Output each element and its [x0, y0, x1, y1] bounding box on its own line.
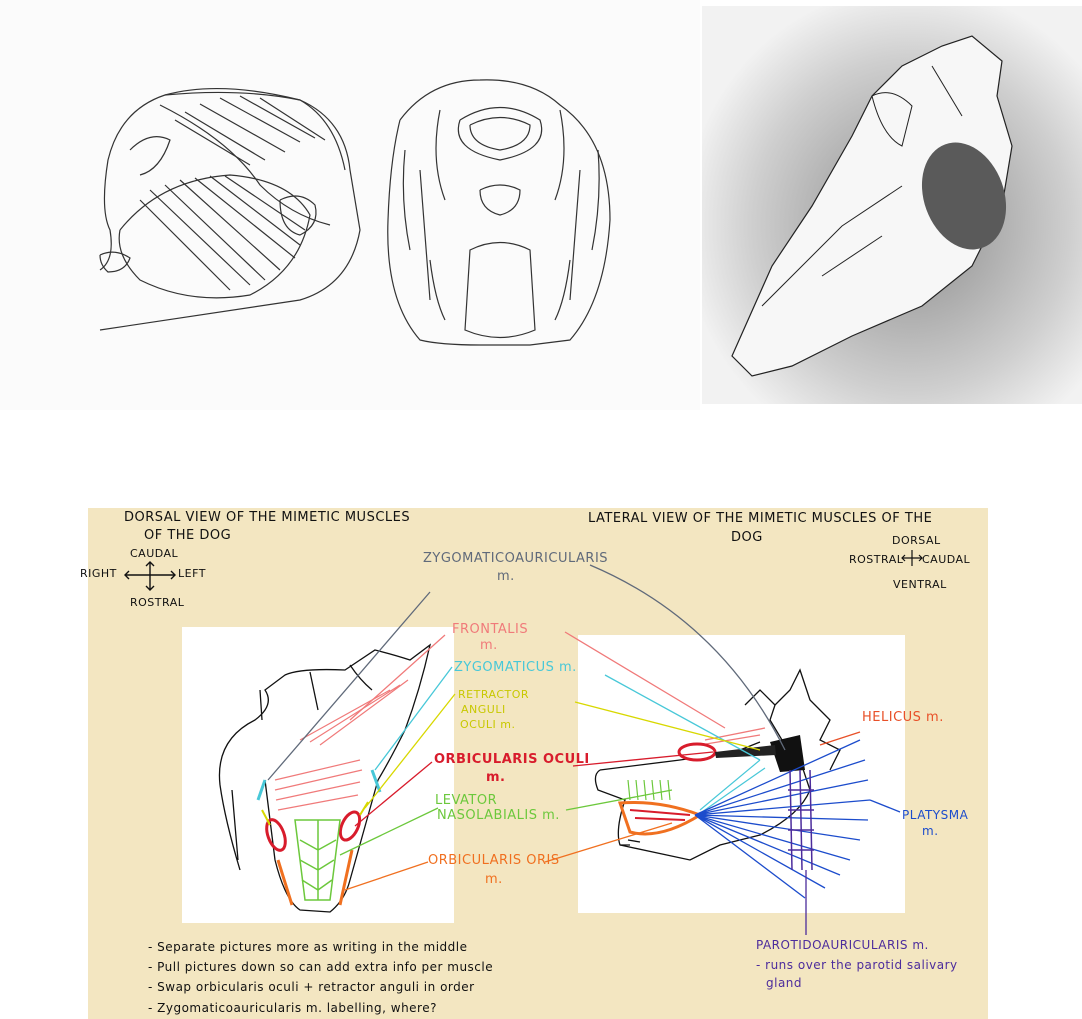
leader-lines — [268, 565, 900, 935]
lateral-orbicularis-oris — [620, 803, 700, 834]
label-orbicularis-oculi-1: ORBICULARIS OCULI — [434, 752, 590, 767]
label-platysma-1: PLATYSMA — [902, 808, 968, 822]
label-helicus: HELICUS m. — [862, 710, 944, 725]
label-platysma-2: m. — [922, 824, 939, 838]
label-retractor-2: ANGULI — [461, 703, 506, 716]
label-orbicularis-oculi-2: m. — [486, 770, 505, 785]
label-zygomaticoauricularis-2: m. — [497, 569, 515, 584]
note-3: - Swap orbicularis oculi + retractor ang… — [148, 980, 475, 994]
label-frontalis-1: FRONTALIS — [452, 622, 528, 637]
lateral-zygomaticus — [700, 760, 765, 812]
label-orbicularis-oris-1: ORBICULARIS ORIS — [428, 853, 560, 868]
note-2: - Pull pictures down so can add extra in… — [148, 960, 493, 974]
dorsal-frontalis — [275, 680, 408, 810]
label-zygomaticus: ZYGOMATICUS m. — [454, 660, 577, 675]
label-parotidoauricularis: PAROTIDOAURICULARIS m. — [756, 938, 929, 952]
leader-frontalis — [350, 632, 725, 728]
label-retractor-3: OCULI m. — [460, 718, 515, 731]
right-orientation-arrows — [902, 550, 922, 566]
dorsal-orbicularis-oculi — [263, 809, 364, 853]
left-orientation-arrows — [125, 562, 175, 590]
label-levator-1: LEVATOR — [435, 793, 497, 808]
note-1: - Separate pictures more as writing in t… — [148, 940, 468, 954]
label-zygomaticoauricularis-1: ZYGOMATICOAURICULARIS — [423, 551, 608, 566]
label-retractor-1: RETRACTOR — [458, 688, 529, 701]
dorsal-levator — [295, 820, 340, 900]
lateral-parotidoauricularis — [788, 770, 814, 870]
dorsal-orbicularis-oris — [278, 850, 352, 905]
leader-platysma — [870, 800, 900, 812]
label-parotid-note-2: gland — [766, 976, 802, 990]
label-frontalis-2: m. — [480, 638, 498, 653]
label-orbicularis-oris-2: m. — [485, 872, 503, 887]
note-4: - Zygomaticoauricularis m. labelling, wh… — [148, 1001, 437, 1015]
label-parotid-note-1: - runs over the parotid salivary — [756, 958, 958, 972]
label-levator-2: NASOLABIALIS m. — [437, 808, 560, 823]
dorsal-zygomaticus — [258, 770, 380, 800]
